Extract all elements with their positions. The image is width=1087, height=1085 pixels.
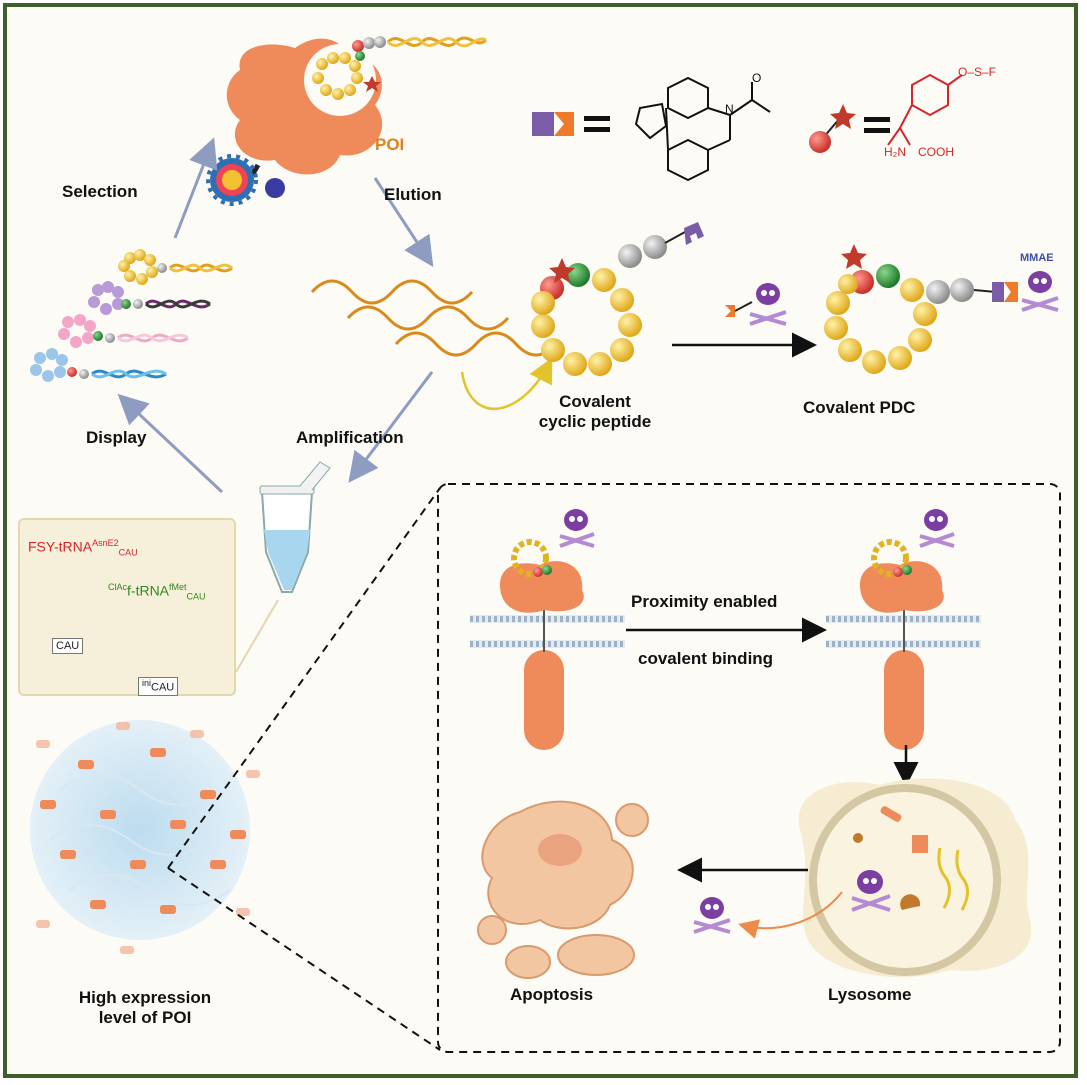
covalent-label-line2: cyclic peptide [538,411,652,431]
fsy-trna-sup: AsnE2 [92,538,119,548]
tube-connector-top [235,599,279,673]
display-library [30,249,233,382]
covalent-label-line1: Covalent [559,392,631,411]
bead-ring-poi [312,36,386,100]
covalent-pdc [824,244,1059,374]
high-expression-line2: level of POI [98,1007,192,1027]
zoom-panel [437,483,1061,1053]
to-peptide-arrow [460,357,553,410]
anticodon-ini: ini [142,678,152,688]
linker-mmae-reagent [725,283,787,326]
amplification-label: Amplification [296,428,404,447]
dbco-o-atom: O [752,71,762,85]
selection-arrow [173,137,218,239]
covalent-pdc-label: Covalent PDC [803,398,916,417]
fsy-trna-sub: CAU [118,547,138,558]
mmae-label: MMAE [1020,252,1054,264]
fsy-icon-legend [809,104,890,153]
fsy-structure [887,73,963,146]
proximity-enabled-label: Proximity enabled [631,592,778,611]
covalent-binding-label: covalent binding [638,649,774,668]
fsy-carboxyl: COOH [918,145,954,159]
release-arrow [738,891,843,939]
clac-trna-pre: ClAc [108,582,128,592]
dna-strand-poi [386,36,488,48]
fsy-trna-label: FSY-tRNAAsnE2CAU [28,538,138,558]
apoptotic-cell [477,800,649,979]
membrane-right [826,509,981,750]
elution-arrow [373,177,434,268]
lysosome-label: Lysosome [828,985,912,1004]
clac-trna-sup: fMet [169,582,187,592]
lysosome [798,778,1032,978]
clac-trna-label: ClAcf-tRNAfMetCAU [108,582,206,602]
fsy-osf: O–S–F [958,65,997,79]
display-arrow [117,393,224,494]
trna-panel [18,518,236,696]
poi-label: POI [375,135,405,154]
selection-label: Selection [62,182,138,201]
linker-icon-legend [532,112,610,136]
display-label: Display [86,428,147,447]
high-expression-label: High expression level of POI [55,988,235,1027]
fsy-trna-base: FSY-tRNA [28,538,93,555]
dbco-n-atom: N [725,102,734,116]
released-mmae [693,897,731,934]
clac-trna-base: f-tRNA [127,582,170,599]
pcr-tube [259,461,331,593]
elution-label: Elution [384,185,442,204]
clac-trna-sub: CAU [186,591,206,602]
covalent-cyclic-peptide-label: Covalent cyclic peptide [530,392,660,431]
dbco-structure [634,76,771,182]
fsy-amine: H₂N [884,145,906,159]
anticodon-cau-1: CAU [52,638,84,655]
anticodon-cau-2: iniCAU [138,677,179,696]
bead-target [206,154,285,206]
anticodon-cau-2-text: CAU [151,681,175,694]
cyclic-peptide [531,222,704,376]
membrane-left [470,509,625,750]
apoptosis-label: Apoptosis [510,985,594,1004]
zoom-line-bottom [167,867,441,1051]
eluted-dna [310,279,558,357]
amplification-arrow [348,371,434,483]
cell-cluster [30,720,260,954]
zoom-line-top [167,487,441,869]
high-expression-line1: High expression [78,988,212,1007]
